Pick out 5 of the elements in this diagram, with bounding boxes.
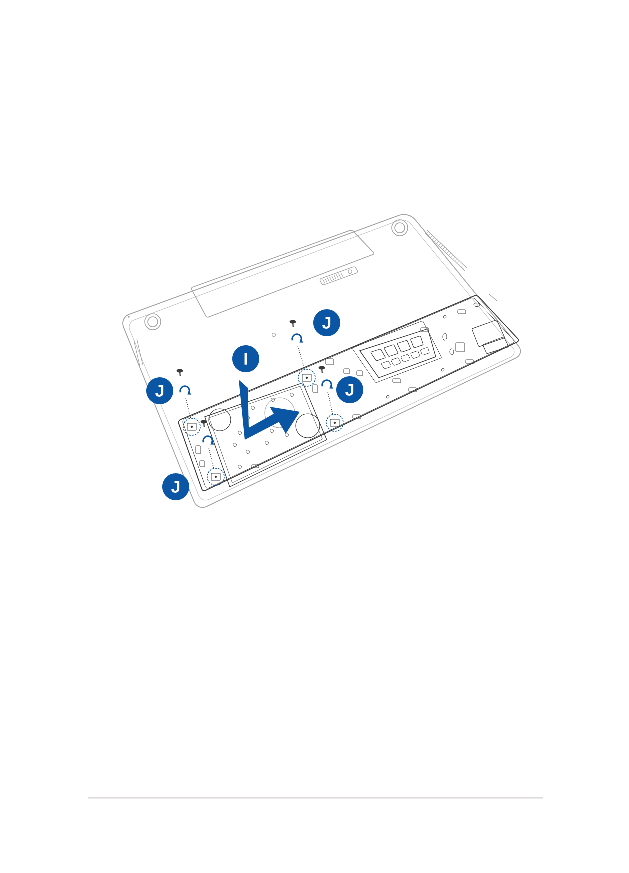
- callout-letter: J: [314, 310, 340, 336]
- callout-letter: J: [162, 474, 190, 500]
- callout-letter: I: [232, 346, 260, 372]
- callout-letter: J: [146, 378, 174, 404]
- callout-letter: J: [336, 376, 364, 404]
